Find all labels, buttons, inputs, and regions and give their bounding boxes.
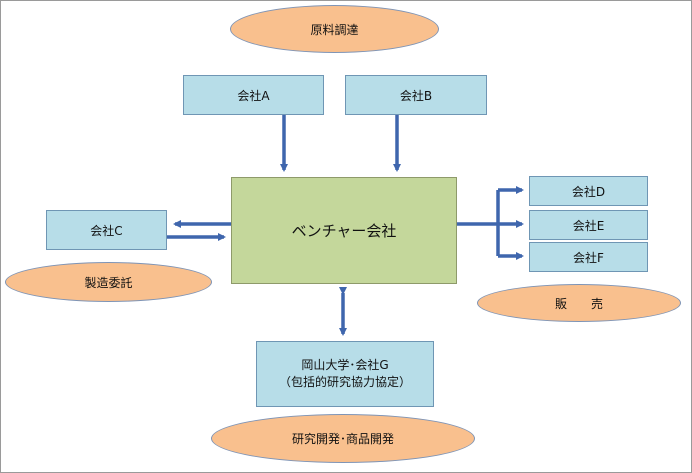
oval-rnd: 研究開発･商品開発 bbox=[211, 414, 475, 463]
box-company-f: 会社F bbox=[529, 242, 648, 272]
box-venture: ベンチャー会社 bbox=[231, 177, 457, 284]
oval-sales: 販 売 bbox=[477, 284, 681, 322]
box-company-e: 会社E bbox=[529, 210, 648, 240]
box-company-c: 会社C bbox=[46, 210, 167, 250]
partner-agreement: （包括的研究協力協定） bbox=[278, 375, 411, 389]
box-company-b: 会社B bbox=[345, 75, 487, 115]
oval-manufacturing: 製造委託 bbox=[5, 262, 212, 302]
box-company-d: 会社D bbox=[529, 176, 648, 206]
partner-name: 岡山大学･会社G bbox=[301, 358, 389, 372]
box-company-a: 会社A bbox=[183, 75, 324, 115]
box-partner-g: 岡山大学･会社G （包括的研究協力協定） bbox=[256, 341, 434, 407]
oval-procurement: 原料調達 bbox=[230, 5, 439, 53]
